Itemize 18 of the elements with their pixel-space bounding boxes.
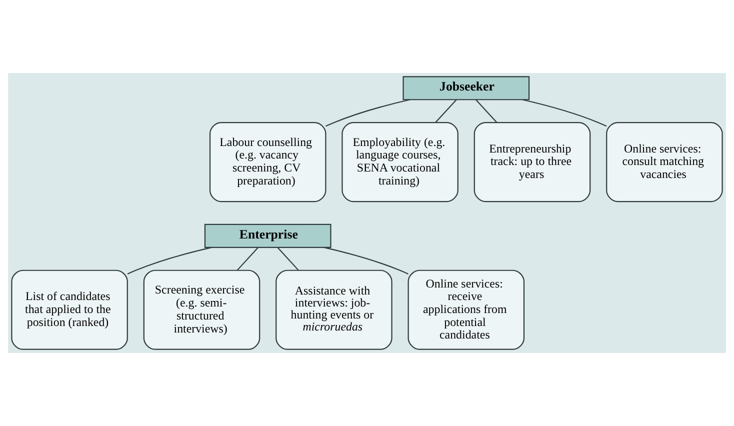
node-box: Screening exercise (e.g. semi-structured interviews) xyxy=(143,270,260,350)
node-box: Online services: receive applications from potential candidates xyxy=(408,270,525,350)
connector xyxy=(236,247,258,271)
node-box: Labour counselling (e.g. vacancy screening, CV preparation) xyxy=(209,122,326,202)
connector xyxy=(435,99,457,123)
node-box: Jobseeker xyxy=(402,76,530,100)
node-box: List of candidates that applied to the position (ranked) xyxy=(11,270,128,350)
connector xyxy=(522,99,607,127)
connector xyxy=(324,246,408,274)
node-box: Enterprise xyxy=(204,224,332,248)
connector xyxy=(127,246,212,274)
connector xyxy=(326,99,410,127)
node-box: Employability (e.g. language courses, SENA vocational training) xyxy=(342,122,458,202)
connector xyxy=(277,247,299,271)
node-box: Online services: consult matching vacancies xyxy=(606,122,723,202)
node-box: Assistance with interviews: job-hunting events or microruedas xyxy=(276,270,392,350)
node-box: Entrepreneurship track: up to three years xyxy=(474,122,591,202)
connector xyxy=(475,99,498,123)
